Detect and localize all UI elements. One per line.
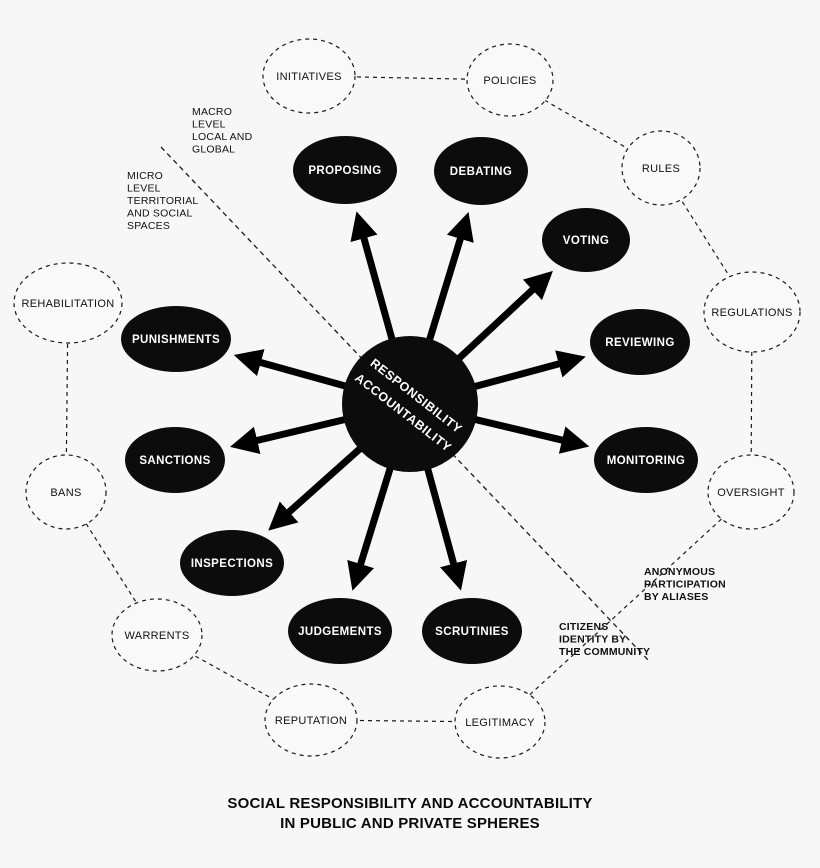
monitoring-ellipse [594,427,698,493]
diagram-title: SOCIAL RESPONSIBILITY AND ACCOUNTABILITY… [0,794,820,834]
diagram-title-line2: IN PUBLIC AND PRIVATE SPHERES [280,815,540,832]
rules-circle [621,130,701,206]
proposing-label: PROPOSING [308,165,381,177]
reputation-label: REPUTATION [275,715,347,727]
bans-label: BANS [50,487,81,499]
sanctions-ellipse [125,427,225,493]
outer-node-oversight: OVERSIGHT [707,454,795,530]
outer-node-reputation: REPUTATION [264,683,358,757]
rules-label: RULES [642,163,680,175]
punishments-ellipse [121,306,231,372]
initiatives-circle [262,38,356,114]
debating-label: DEBATING [450,166,512,178]
outer-node-regulations: REGULATIONS [703,271,801,353]
policies-label: POLICIES [483,75,536,87]
inspections-label: INSPECTIONS [191,558,273,570]
outer-node-bans: BANS [25,454,107,530]
legitimacy-circle [454,685,546,759]
reviewing-label: REVIEWING [605,337,674,349]
outer-node-warrents: WARRENTS [111,598,203,672]
inner-node-debating: DEBATING [434,137,528,205]
legitimacy-label: LEGITIMACY [465,717,535,729]
initiatives-label: INITIATIVES [276,71,341,83]
outer-node-rehabilitation: REHABILITATION [13,262,123,344]
reviewing-ellipse [590,309,690,375]
reputation-circle [264,683,358,757]
regulations-circle [703,271,801,353]
debating-ellipse [434,137,528,205]
inner-node-reviewing: REVIEWING [590,309,690,375]
inner-node-punishments: PUNISHMENTS [121,306,231,372]
rehabilitation-circle [13,262,123,344]
scrutinies-ellipse [422,598,522,664]
rehabilitation-label: REHABILITATION [21,298,114,310]
center-hub-circle [342,336,478,472]
bans-circle [25,454,107,530]
outer-node-legitimacy: LEGITIMACY [454,685,546,759]
inner-node-voting: VOTING [542,208,630,272]
scrutinies-label: SCRUTINIES [435,626,509,638]
warrents-circle [111,598,203,672]
ring-link-oversight-legitimacy [499,491,752,723]
voting-label: VOTING [563,235,610,247]
inner-node-inspections: INSPECTIONS [180,530,284,596]
inner-node-judgements: JUDGEMENTS [288,598,392,664]
ring-link-regulations-oversight [750,311,753,493]
inner-node-monitoring: MONITORING [594,427,698,493]
warrents-label: WARRENTS [125,630,190,642]
oversight-circle [707,454,795,530]
voting-ellipse [542,208,630,272]
judgements-ellipse [288,598,392,664]
outer-node-policies: POLICIES [466,43,554,117]
monitoring-label: MONITORING [607,455,686,467]
inspections-ellipse [180,530,284,596]
inner-node-sanctions: SANCTIONS [125,427,225,493]
sanctions-label: SANCTIONS [139,455,210,467]
outer-nodes: INITIATIVES POLICIES RULES REGULATIONS OVERS… [13,38,801,759]
proposing-ellipse [293,136,397,204]
policies-circle [466,43,554,117]
outer-node-initiatives: INITIATIVES [262,38,356,114]
punishments-label: PUNISHMENTS [132,334,220,346]
inner-node-scrutinies: SCRUTINIES [422,598,522,664]
oversight-label: OVERSIGHT [717,487,785,499]
regulations-label: REGULATIONS [711,307,792,319]
judgements-label: JUDGEMENTS [298,626,382,638]
inner-node-proposing: PROPOSING [293,136,397,204]
outer-node-rules: RULES [621,130,701,206]
diagram-title-line1: SOCIAL RESPONSIBILITY AND ACCOUNTABILITY [227,795,593,812]
inner-nodes: PROPOSING DEBATING VOTING REVIEWING MONITORI… [121,136,698,664]
